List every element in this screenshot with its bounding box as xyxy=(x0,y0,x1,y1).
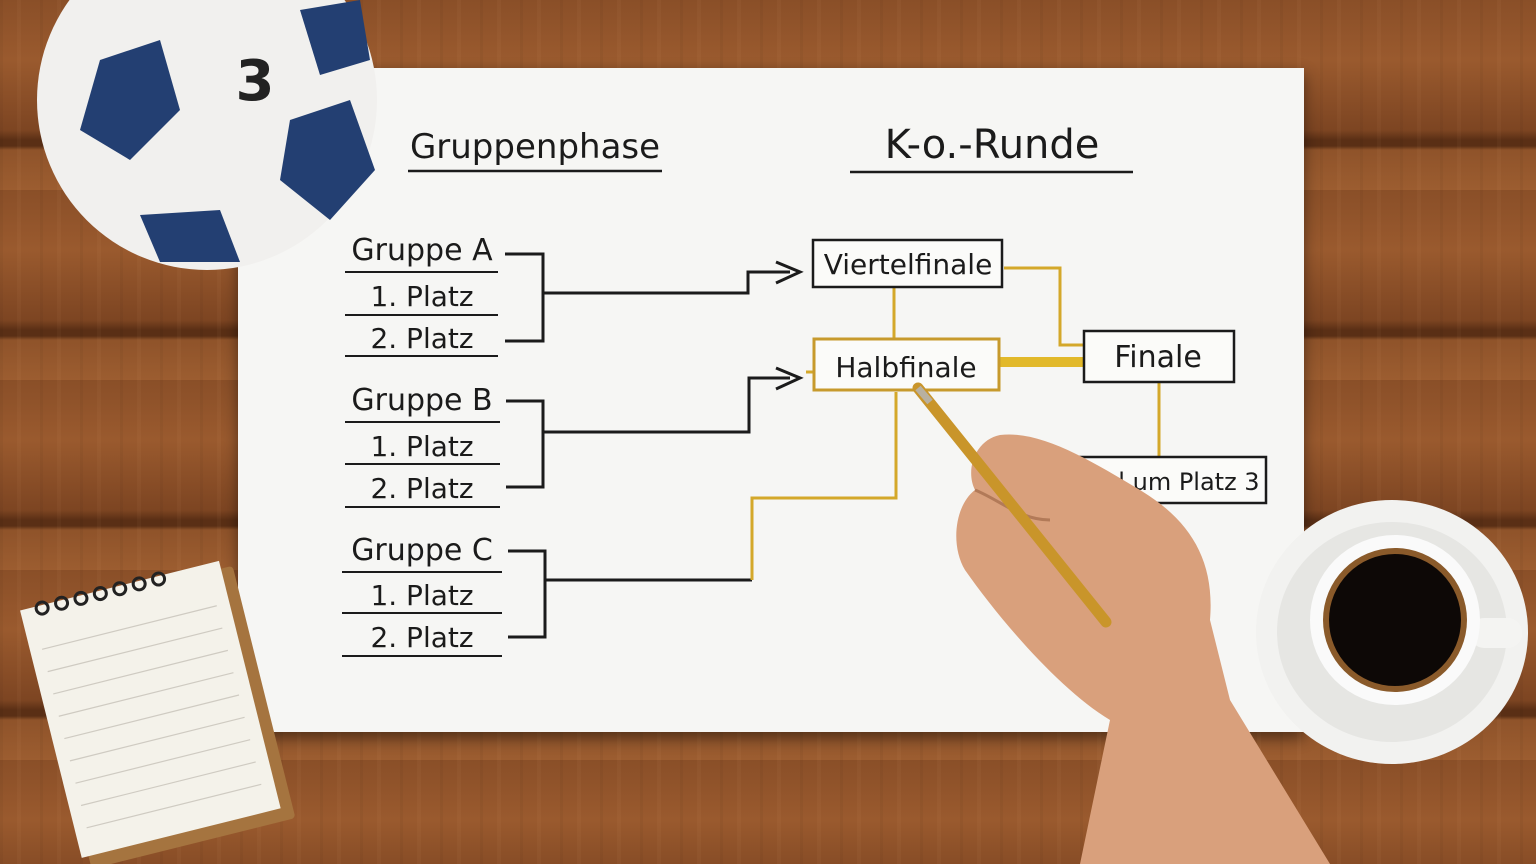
final-box: Finale xyxy=(1082,329,1236,384)
group-b-second: 2. Platz xyxy=(370,472,473,505)
group-c: Gruppe C 1. Platz 2. Platz xyxy=(342,533,752,657)
group-c-name: Gruppe C xyxy=(351,533,493,568)
semifinal-box: Halbfinale xyxy=(812,337,1001,392)
group-a: Gruppe A 1. Platz 2. Platz xyxy=(345,233,804,357)
group-b-first: 1. Platz xyxy=(370,430,473,463)
semifinal-label: Halbfinale xyxy=(835,351,976,384)
final-highlight xyxy=(1000,357,1084,367)
quarterfinal-box: Viertelfinale xyxy=(811,238,1004,289)
soccer-ball: 3 xyxy=(37,0,377,270)
final-label: Finale xyxy=(1114,340,1202,375)
heading-ko-round: K-o.-Runde xyxy=(885,122,1100,168)
group-c-first: 1. Platz xyxy=(370,579,473,612)
coffee-cup xyxy=(1256,500,1528,764)
group-a-second: 2. Platz xyxy=(370,322,473,355)
group-a-first: 1. Platz xyxy=(370,280,473,313)
ball-number: 3 xyxy=(236,49,275,114)
group-b-name: Gruppe B xyxy=(351,383,492,418)
quarterfinal-label: Viertelfinale xyxy=(824,248,993,281)
notepad xyxy=(20,560,295,864)
group-c-second: 2. Platz xyxy=(370,621,473,654)
hand-with-pen xyxy=(912,382,1330,864)
heading-group-phase: Gruppenphase xyxy=(410,127,660,167)
pen xyxy=(912,382,1112,628)
group-a-name: Gruppe A xyxy=(351,233,493,268)
group-b: Gruppe B 1. Platz 2. Platz xyxy=(345,366,804,508)
